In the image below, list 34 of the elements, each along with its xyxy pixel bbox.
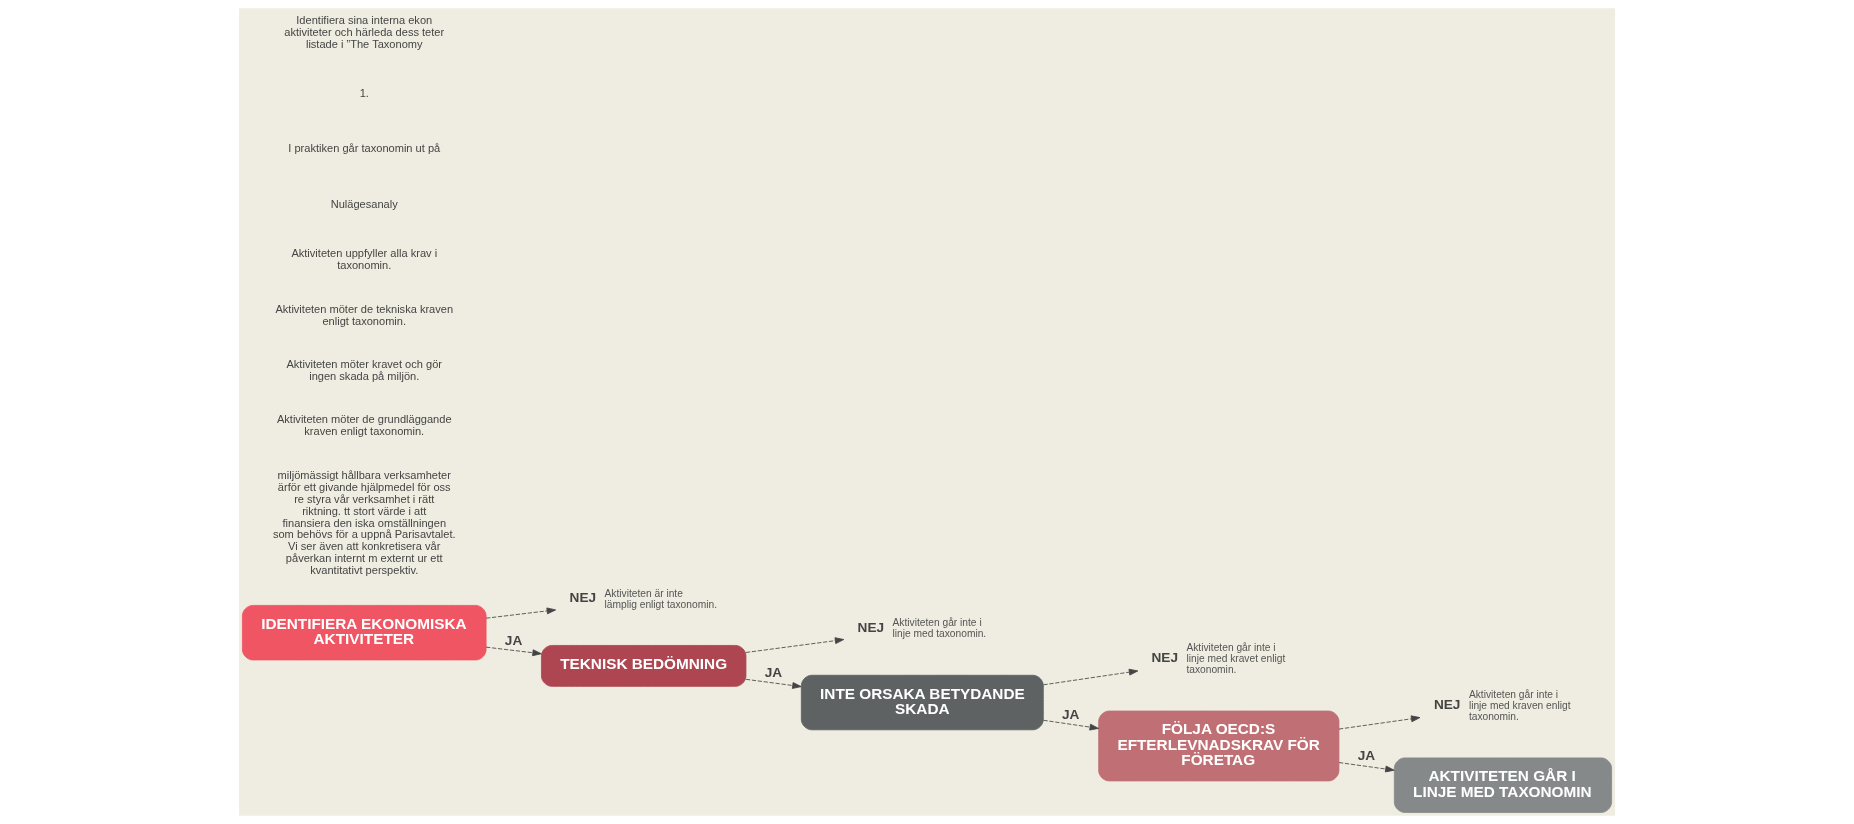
node-box: IDENTIFIERA EKONOMISKA AKTIVITETER	[242, 605, 487, 661]
node-label: Aktiviteten går inte i linje med taxonomin.	[892, 617, 987, 640]
arrow	[745, 678, 802, 689]
edge-label: JA	[764, 664, 783, 680]
arrow	[485, 607, 557, 619]
node-label: Aktiviteten är inte lämplig enligt taxonomin.	[604, 587, 717, 610]
node-label: Aktiviteten går inte i linje med kraven enligt taxonomin.	[1468, 688, 1571, 723]
node-box: AKTIVITETEN GÅR I LINJE MED TAXONOMIN	[1393, 757, 1612, 813]
arrow	[1338, 762, 1395, 773]
label: Nulägesanaly	[330, 197, 398, 210]
arrow	[1043, 668, 1139, 686]
label: Aktiviteten uppfyller alla krav i taxonomin.	[291, 247, 438, 272]
node-box: FÖLJA OECD:S EFTERLEVNADSKRAV FÖR FÖRETAG	[1098, 710, 1340, 782]
arrow	[745, 637, 845, 653]
node-text: NEJ	[1151, 649, 1179, 665]
label: Aktiviteten möter kravet och gör ingen skada på miljön.	[286, 358, 443, 382]
arrow	[485, 646, 542, 657]
edge-label: JA	[1062, 707, 1080, 723]
arrow	[1338, 715, 1421, 730]
label: I praktiken går taxonomin ut på	[288, 142, 441, 155]
label: Aktiviteten möter de tekniska kraven enligt taxonomin.	[275, 302, 454, 327]
label: Identifiera sina interna ekon aktiviteter och härleda dess teter listade i ”The Taxonomy	[284, 13, 445, 50]
label: 1.	[359, 87, 369, 100]
arrow	[1043, 719, 1099, 731]
node-box: TEKNISK BEDÖMNING	[541, 645, 747, 687]
edge-label: JA	[1357, 748, 1376, 764]
label: miljömässigt hållbara verksamheter ärför ett givande hjälpmedel för oss re styra vår verksamhet i rätt riktning. tt stort värde i att finansiera den iska omställningen som behövs för a uppnå Parisavtalet. Vi ser även att konkretisera vår påverkan internt m externt ur ett kvantitativt perspektiv.	[272, 468, 456, 577]
label: Aktiviteten möter de grundläggande kraven enligt taxonomin.	[276, 413, 452, 438]
node-text: NEJ	[569, 589, 597, 605]
node-text: NEJ	[1433, 696, 1461, 712]
node-label: Aktiviteten går inte i linje med kravet enligt taxonomin.	[1186, 642, 1286, 676]
node-box: INTE ORSAKA BETYDANDE SKADA	[800, 674, 1044, 731]
edge-label: JA	[504, 633, 523, 649]
node-text: NEJ	[857, 619, 885, 635]
